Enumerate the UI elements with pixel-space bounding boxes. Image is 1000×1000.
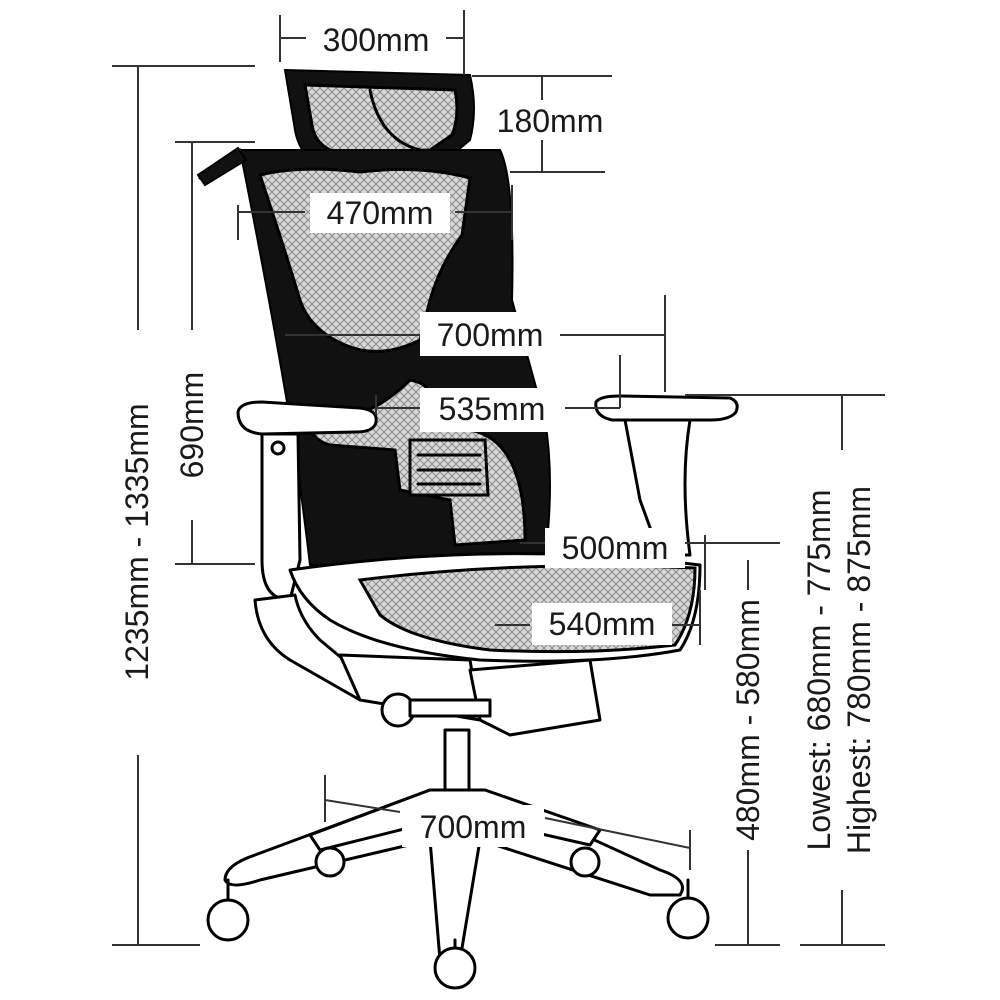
mechanism: [338, 653, 602, 737]
headrest: [283, 68, 475, 172]
base-width-label: 700mm: [420, 809, 527, 845]
headrest-height-label: 180mm: [497, 103, 604, 139]
base: [206, 728, 710, 990]
dimension-labels: 300mm 180mm 470mm 700mm 535mm 500mm 540m…: [118, 20, 880, 890]
seat-depth-label: 500mm: [562, 530, 669, 566]
back-width-label: 470mm: [327, 195, 434, 231]
headrest-width-label: 300mm: [323, 22, 430, 58]
back-height-label: 690mm: [174, 372, 210, 479]
dimension-lines: [112, 10, 885, 946]
seat-width-label: 540mm: [549, 606, 656, 642]
armrests: [236, 394, 739, 602]
arm-height-lowest-label: Lowest: 680mm - 775mm: [801, 489, 837, 850]
arm-height-highest-label: Highest: 780mm - 875mm: [841, 486, 877, 854]
overall-height-label: 1235mm - 1335mm: [119, 403, 155, 680]
arm-inner-width-label: 535mm: [439, 391, 546, 427]
seat-height-label: 480mm - 580mm: [730, 599, 766, 841]
arm-outer-width-label: 700mm: [437, 317, 544, 353]
